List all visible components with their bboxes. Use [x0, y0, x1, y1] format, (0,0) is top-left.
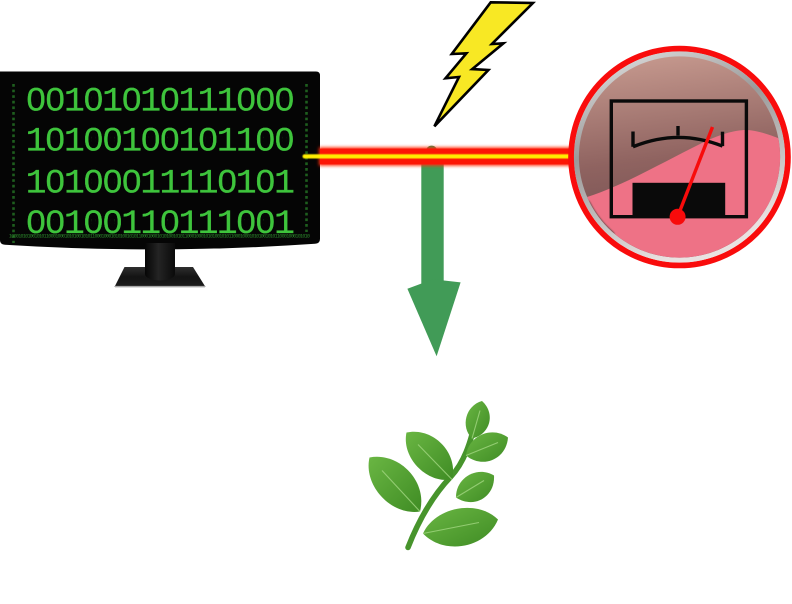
svg-text:10100011110101: 10100011110101 — [26, 164, 294, 203]
svg-text:00101010111000: 00101010111000 — [26, 82, 293, 121]
svg-text:100010101001010110001000101010: 1000101010010101100010001010100101011000… — [9, 234, 310, 240]
svg-text:10100100101100: 10100100101100 — [26, 123, 293, 162]
svg-text:00100110111001: 00100110111001 — [26, 205, 294, 244]
